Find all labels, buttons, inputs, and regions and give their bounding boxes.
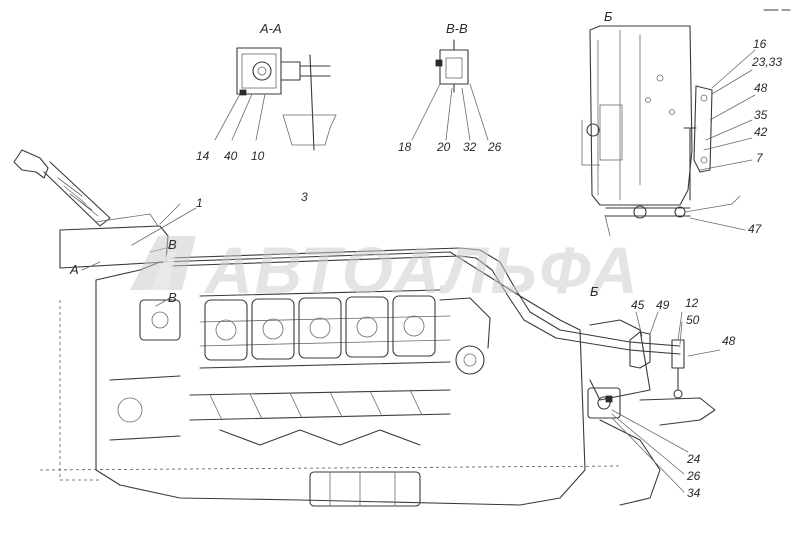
callout-34: 34 (687, 486, 701, 500)
section-title-b: Б (604, 9, 613, 24)
watermark-text: АВТОАЛЬФА (205, 233, 640, 307)
callout-18: 18 (398, 140, 412, 154)
callout-10: 10 (251, 149, 265, 163)
section-title-vv: В-В (446, 21, 468, 36)
callout-12: 12 (685, 296, 699, 310)
callout-35: 35 (754, 108, 768, 122)
callout-40: 40 (224, 149, 238, 163)
callout-47: 47 (748, 222, 762, 236)
callout-23-33: 23,33 (752, 55, 783, 69)
view-mark-v-lower: В (168, 290, 177, 305)
section-title-aa: А-А (260, 21, 282, 36)
shift-rod (169, 247, 721, 399)
callout-26-main: 26 (687, 469, 701, 483)
section-vv-detail (411, 39, 489, 141)
callout-42: 42 (754, 125, 768, 139)
view-mark-b: Б (590, 284, 599, 299)
callout-3: 3 (301, 190, 308, 204)
callout-49: 49 (656, 298, 670, 312)
detail-b-view (581, 25, 756, 237)
view-mark-v-upper: В (168, 237, 177, 252)
callout-1: 1 (196, 196, 203, 210)
callout-26: 26 (488, 140, 502, 154)
callout-48-b: 48 (754, 81, 768, 95)
callout-14: 14 (196, 149, 210, 163)
section-aa-detail (214, 47, 337, 151)
callout-16: 16 (753, 37, 767, 51)
callout-48-main: 48 (722, 334, 736, 348)
watermark-logo (130, 236, 196, 290)
callout-50: 50 (686, 313, 700, 327)
engine-block (39, 251, 716, 507)
lower-bracket (587, 387, 689, 493)
callout-20: 20 (437, 140, 451, 154)
view-mark-a: А (70, 262, 79, 277)
callout-24: 24 (687, 452, 701, 466)
callout-45: 45 (631, 298, 645, 312)
callout-32: 32 (463, 140, 477, 154)
callout-7: 7 (756, 151, 763, 165)
